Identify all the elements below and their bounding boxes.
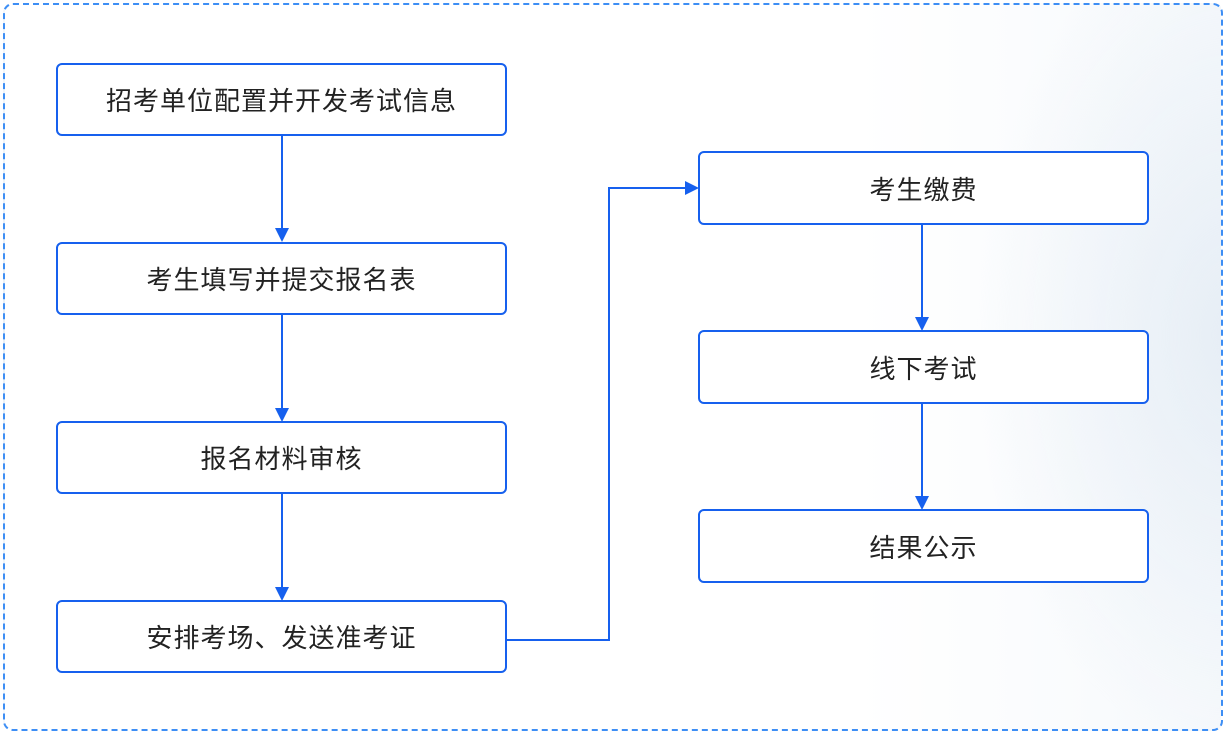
step-arrange-exam-rooms: 安排考场、发送准考证 xyxy=(56,600,507,673)
step-label: 安排考场、发送准考证 xyxy=(146,624,417,654)
step-review-materials: 报名材料审核 xyxy=(56,421,507,494)
step-label: 线下考试 xyxy=(869,354,978,385)
step-label: 考生填写并提交报名表 xyxy=(146,266,417,296)
step-offline-exam: 线下考试 xyxy=(698,330,1149,404)
step-label: 考生缴费 xyxy=(869,175,978,206)
step-submit-application: 考生填写并提交报名表 xyxy=(56,242,507,315)
step-candidate-payment: 考生缴费 xyxy=(698,151,1149,225)
step-results-publication: 结果公示 xyxy=(698,509,1149,583)
step-label: 招考单位配置并开发考试信息 xyxy=(105,87,457,117)
step-label: 报名材料审核 xyxy=(200,445,363,475)
step-label: 结果公示 xyxy=(869,533,978,564)
step-configure-exam-info: 招考单位配置并开发考试信息 xyxy=(56,63,507,136)
